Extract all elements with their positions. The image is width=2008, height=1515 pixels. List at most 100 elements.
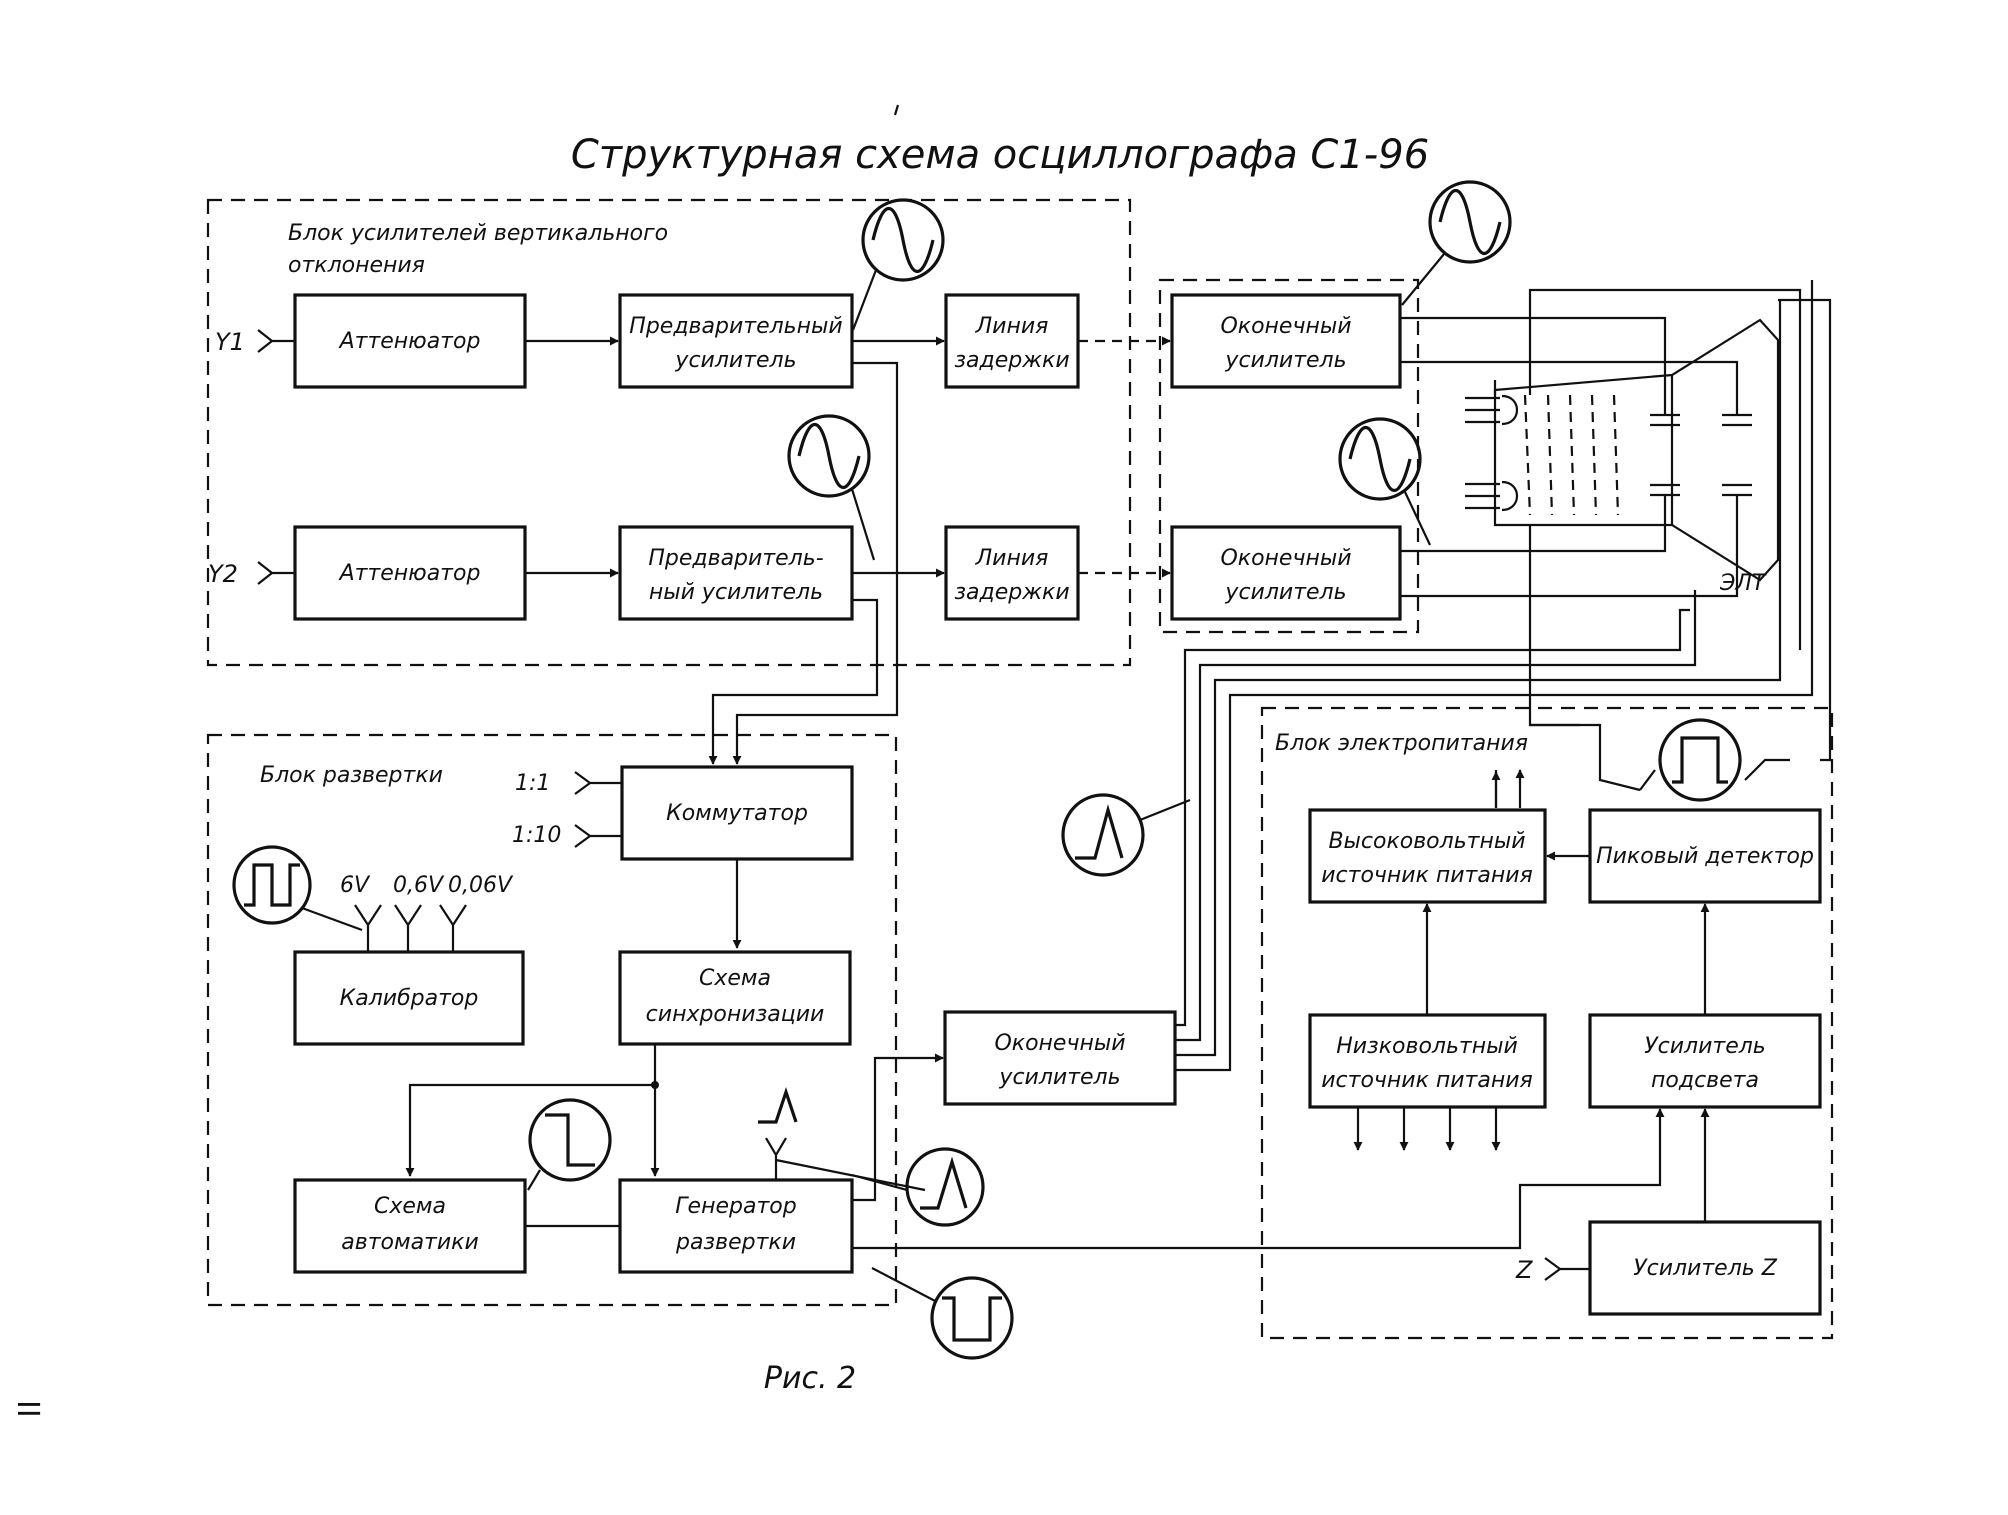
wire-out1-crt-a: [1400, 316, 1667, 415]
delay-line-1-label-2: задержки: [954, 348, 1069, 373]
preamp-2-label-1: Предваритель-: [648, 546, 823, 571]
sine-indicator-output-2: [1338, 417, 1431, 546]
preamp-1-label-2: усилитель: [674, 348, 796, 373]
intensity-amp-block: [1588, 1013, 1822, 1109]
pulse-indicator-output-3: [1061, 793, 1191, 877]
diagram-title: Структурная схема осциллографа С1-96: [571, 132, 1429, 178]
wire-pre1-switch: [732, 361, 899, 765]
stray-mark: [893, 104, 900, 116]
hv-supply-label-2: источник питания: [1321, 863, 1533, 888]
input-y2-symbol: [257, 561, 295, 585]
output-amp-2-label-1: Оконечный: [1220, 546, 1351, 571]
sweep-generator-label-1: Генератор: [675, 1194, 796, 1219]
group-output-amplifiers: [1158, 278, 1420, 634]
peak-detector-label: Пиковый детектор: [1596, 844, 1814, 869]
sync-block: [618, 950, 852, 1046]
delay-line-2-label-2: задержки: [954, 580, 1069, 605]
ratio-1-10-input: [574, 824, 625, 848]
crt-label: ЭЛТ: [1719, 571, 1767, 596]
wire-out1-crt-b: [1400, 360, 1739, 415]
auto-label-2: автоматики: [341, 1230, 479, 1255]
figure-caption: Рис. 2: [764, 1361, 856, 1396]
amp-z-block: [1588, 1220, 1822, 1316]
preamp-1-block: [618, 293, 854, 389]
square-wave-indicator-calibrator: [232, 845, 363, 932]
wire-out3-crt-3: [1175, 300, 1782, 1057]
sine-indicator-preamp-2: [787, 414, 876, 561]
attenuator-1-block: [293, 293, 527, 389]
delay-line-1-block: [944, 293, 1080, 389]
group-power: [1260, 706, 1834, 1340]
group-sweep: [206, 733, 898, 1307]
output-amp-1-label-1: Оконечный: [1220, 314, 1351, 339]
output-amp-2-label-2: усилитель: [1224, 580, 1346, 605]
wire-out3-crt-1: [1175, 608, 1690, 1027]
group-vertical-amplifiers: [206, 198, 1132, 667]
preamp-2-block: [618, 525, 854, 621]
pulse-symbol-gen-top: [758, 1086, 798, 1180]
calibrator-output-6v: 6V: [340, 873, 371, 898]
calibrator-output-connectors: [354, 904, 467, 952]
wire-pre2-switch: [708, 598, 879, 765]
delay-line-2-label-1: Линия: [975, 546, 1049, 571]
preamp-2-label-2: ный усилитель: [649, 580, 823, 605]
lv-supply-block: [1308, 1013, 1547, 1109]
hv-outputs: [1494, 770, 1520, 808]
sync-label-1: Схема: [699, 966, 771, 991]
input-y1-symbol: [257, 329, 295, 353]
wire-pulse-symbol-indicator: [775, 1158, 926, 1192]
delay-line-2-block: [944, 525, 1080, 621]
hv-supply-label-1: Высоковольтный: [1328, 829, 1525, 854]
step-indicator-auto: [527, 1098, 612, 1191]
output-amp-1-block: [1170, 293, 1402, 389]
ratio-1-1-input: [574, 771, 625, 795]
wire-out2-crt-b: [1400, 495, 1739, 598]
crt-tube-symbol: [1465, 318, 1780, 582]
sine-indicator-output-1: [1401, 180, 1512, 306]
auto-label-1: Схема: [374, 1194, 446, 1219]
wire-peak-crt: [1530, 723, 1641, 792]
attenuator-2-block: [293, 525, 527, 621]
lv-supply-label-2: источник питания: [1321, 1068, 1533, 1093]
wire-gen-out3: [852, 1053, 944, 1202]
wire-gen-indicator: [851, 1173, 908, 1192]
inverted-square-indicator-generator: [871, 1267, 1014, 1360]
square-indicator-peak-detector: [1639, 718, 1790, 802]
attenuator-2-label: Аттенюатор: [338, 561, 481, 586]
attenuator-1-label: Аттенюатор: [338, 329, 481, 354]
switch-label: Коммутатор: [666, 801, 808, 826]
group-sweep-label: Блок развертки: [260, 763, 443, 788]
intensity-amp-label-2: подсвета: [1651, 1068, 1759, 1093]
delay-line-1-label-1: Линия: [975, 314, 1049, 339]
calibrator-output-06v: 0,6V: [393, 873, 445, 898]
intensity-amp-label-1: Усилитель: [1644, 1034, 1766, 1059]
group-vertical-label-2: отклонения: [288, 253, 425, 278]
sine-indicator-preamp-1: [851, 198, 945, 331]
wire-sync-auto: [405, 1083, 655, 1177]
group-vertical-label-1: Блок усилителей вертикального: [288, 221, 668, 246]
output-amp-2-block: [1170, 525, 1402, 621]
wire-out2-crt-a: [1400, 495, 1667, 553]
wire-out3-crt-2: [1175, 590, 1697, 1042]
output-amp-3-label-1: Оконечный: [994, 1031, 1125, 1056]
input-y2-label: Y2: [208, 560, 238, 588]
calibrator-block: [293, 950, 525, 1046]
wire-out3-crt-4: [1175, 280, 1814, 1072]
calibrator-label: Калибратор: [340, 986, 479, 1011]
hv-supply-block: [1308, 808, 1547, 904]
lv-supply-label-1: Низковольтный: [1336, 1034, 1518, 1059]
wire-gen-z: [852, 1110, 1662, 1250]
sweep-generator-label-2: развертки: [675, 1230, 796, 1255]
output-amp-1-label-2: усилитель: [1224, 348, 1346, 373]
sync-label-2: синхронизации: [646, 1002, 825, 1027]
preamp-1-label-1: Предварительный: [629, 314, 842, 339]
input-y1-label: Y1: [215, 328, 245, 356]
input-z-symbol: [1544, 1257, 1590, 1281]
output-amp-3-label-2: усилитель: [998, 1065, 1120, 1090]
group-power-label: Блок электропитания: [1275, 731, 1528, 756]
wire-crt-bus-1: [1493, 298, 1832, 762]
input-z-label: Z: [1515, 1256, 1533, 1284]
pulse-indicator-generator: [905, 1147, 985, 1227]
page-mark: II: [10, 1400, 45, 1418]
